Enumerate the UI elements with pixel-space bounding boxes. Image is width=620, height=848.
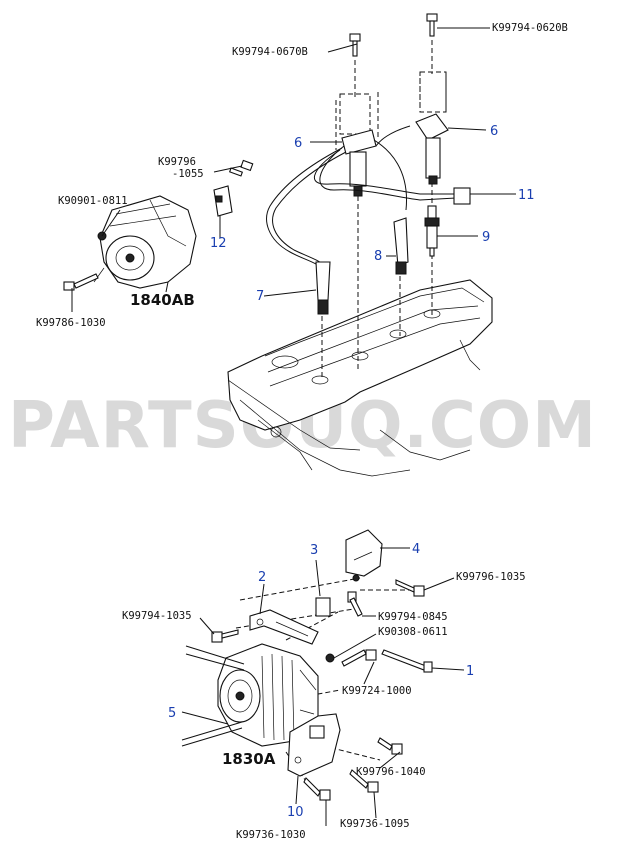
plug-boot bbox=[393, 217, 409, 267]
pn-bolt-upper-left: K99794-1035 bbox=[122, 610, 192, 622]
callout-spacer: 3 bbox=[310, 543, 318, 558]
callout-cover: 4 bbox=[412, 542, 420, 557]
pn-nut-mid: K90308-0611 bbox=[378, 626, 448, 638]
plug-wire bbox=[266, 147, 343, 271]
callout-lower-bracket: 10 bbox=[287, 805, 304, 820]
callout-coil-right: 6 bbox=[490, 124, 498, 139]
lower-bracket bbox=[287, 713, 341, 777]
callout-plug-boot: 8 bbox=[374, 249, 382, 264]
adjust-bar bbox=[249, 609, 319, 645]
ignition-coil-left bbox=[341, 129, 377, 197]
spark-plug bbox=[424, 205, 440, 257]
bolt-bottom bbox=[303, 777, 331, 801]
pn-bolt-starter: K99786-1030 bbox=[36, 317, 106, 329]
ref-code-top: 1840AB bbox=[130, 291, 195, 309]
pn-bolt-cover: K99796-1035 bbox=[456, 571, 526, 583]
pn-nut-starter: K90901-0811 bbox=[58, 195, 128, 207]
callout-bolt-long: 1 bbox=[466, 664, 474, 679]
harness-connector bbox=[453, 187, 471, 205]
bolt-cover bbox=[395, 579, 425, 597]
starter-bracket bbox=[213, 185, 233, 217]
bolt-mid bbox=[347, 591, 363, 617]
bolt-top-right bbox=[426, 13, 438, 37]
pn-bolt-lower-right: K99796-1040 bbox=[356, 766, 426, 778]
pn-bolt-bottom: K99736-1030 bbox=[236, 829, 306, 841]
bolt-bracket bbox=[228, 159, 254, 177]
ignition-coil-right bbox=[415, 113, 449, 185]
callout-spark-plug: 9 bbox=[482, 230, 490, 245]
spacer bbox=[315, 597, 331, 617]
callout-belt: 5 bbox=[168, 706, 176, 721]
callout-adjust-bar: 2 bbox=[258, 570, 266, 585]
pn-bolt-lower-mid: K99736-1095 bbox=[340, 818, 410, 830]
bolt-long bbox=[381, 649, 433, 673]
cylinder-head bbox=[227, 279, 493, 477]
pn-bolt-adjust: K99724-1000 bbox=[342, 685, 412, 697]
bolt-upper-left bbox=[211, 629, 239, 643]
bolt-adjust bbox=[341, 649, 377, 667]
belt bbox=[181, 653, 245, 741]
ref-code-bottom: 1830A bbox=[222, 750, 276, 768]
pn-bolt-bracket-2: -1055 bbox=[172, 168, 204, 180]
pn-bolt-top-right: K99794-0620B bbox=[492, 22, 568, 34]
pn-bolt-bracket-1: K99796 bbox=[158, 156, 196, 168]
bolt-starter bbox=[63, 273, 99, 291]
callout-coil-left: 6 bbox=[294, 136, 302, 151]
cover bbox=[345, 529, 383, 582]
callout-plug-wire: 7 bbox=[256, 289, 264, 304]
bolt-top-center bbox=[349, 33, 361, 57]
pn-bolt-top-center: K99794-0670B bbox=[232, 46, 308, 58]
bolt-lower-mid bbox=[349, 769, 379, 793]
pn-bolt-mid: K99794-0845 bbox=[378, 611, 448, 623]
bolt-lower-right bbox=[377, 737, 403, 755]
nut-mid bbox=[325, 653, 335, 663]
callout-bracket-top: 12 bbox=[210, 236, 227, 251]
starter-motor bbox=[93, 195, 197, 289]
callout-wire-harness: 11 bbox=[518, 188, 535, 203]
